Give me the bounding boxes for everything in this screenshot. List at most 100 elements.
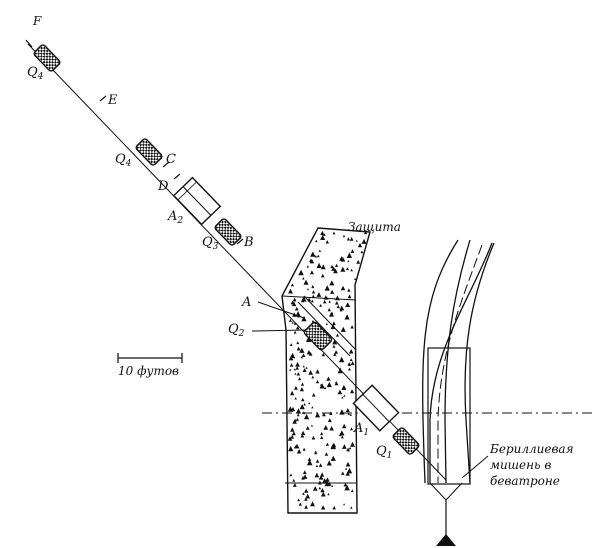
shield-stipple <box>341 385 346 390</box>
label-e: E <box>107 93 118 108</box>
shield-stipple <box>289 343 293 346</box>
shield-stipple <box>292 478 296 482</box>
shield-stipple <box>320 264 326 270</box>
shield-stipple <box>364 230 368 235</box>
shield-stipple <box>298 377 302 381</box>
shield-stipple <box>316 262 322 269</box>
shield-stipple <box>332 505 336 510</box>
shield-stipple <box>294 385 298 390</box>
shield-stipple <box>330 311 334 315</box>
shield-stipple <box>305 493 311 499</box>
shield-block <box>281 227 371 514</box>
shield-stipple <box>320 273 325 278</box>
shield-stipple <box>302 368 307 372</box>
shield-stipple <box>291 321 294 324</box>
shield-stipple <box>299 270 304 275</box>
label-q3: Q3 <box>202 235 219 252</box>
shield-stipple <box>320 435 324 439</box>
shield-stipple <box>339 305 345 311</box>
shield-stipple <box>337 368 343 374</box>
shield-stipple <box>311 284 315 289</box>
scale-bar <box>117 353 183 363</box>
shield-stipple <box>357 242 363 248</box>
shield-stipple <box>344 314 350 320</box>
shield-stipple <box>301 353 306 358</box>
shield-stipple <box>320 383 322 386</box>
shield-stipple <box>327 418 332 422</box>
shield-stipple <box>343 503 346 506</box>
shield-stipple <box>300 356 303 359</box>
shield-stipple <box>311 290 316 294</box>
shield-stipple <box>326 381 332 388</box>
shield-stipple <box>318 486 322 490</box>
shield-stipple <box>299 347 305 353</box>
shield-stipple <box>331 442 337 448</box>
shield-stipple <box>301 298 305 303</box>
shield-stipple <box>331 485 334 487</box>
shield-stipple <box>294 397 297 400</box>
shield-stipple <box>293 368 296 371</box>
shield-stipple <box>323 425 329 430</box>
bevatron-ring <box>422 239 495 484</box>
shield-stipple <box>340 256 346 262</box>
shield-stipple <box>297 498 300 502</box>
shield-stipple <box>342 444 347 449</box>
target-triangle-icon <box>436 534 456 546</box>
shield-stipple <box>320 505 326 510</box>
shield-stipple <box>343 482 348 487</box>
shield-stipple <box>323 233 326 236</box>
shield-stipple <box>289 368 292 371</box>
shield-stipple <box>318 463 323 467</box>
shield-stipple <box>334 350 338 354</box>
shield-stipple <box>361 238 367 244</box>
shield-stipple <box>311 253 315 256</box>
shield-stipple <box>315 239 318 243</box>
shield-stipple <box>337 389 343 395</box>
shield-stipple <box>317 480 322 485</box>
shield-stipple <box>341 396 344 399</box>
shield-stipple <box>344 484 350 491</box>
shield-stipple <box>314 472 320 478</box>
shield-stipple <box>308 402 311 405</box>
shield-stipple <box>350 427 353 431</box>
target-structure <box>427 347 471 546</box>
shield-stipple <box>320 487 325 493</box>
shield-stipple <box>315 369 320 374</box>
shield-stipple <box>342 423 347 429</box>
shield-stipple <box>306 350 312 355</box>
shield-stipple <box>289 363 294 367</box>
shield-stipple <box>332 339 338 345</box>
shield-stipple <box>348 367 351 371</box>
shield-stipple <box>307 457 312 461</box>
shield-stipple <box>299 404 305 410</box>
shield-stipple <box>302 470 307 475</box>
label-q2: Q2 <box>228 322 245 339</box>
shield-stipple <box>288 318 292 322</box>
shield-stipple <box>318 249 321 252</box>
shield-stipple <box>321 352 325 357</box>
shield-stipple <box>310 501 315 507</box>
shield-stipple <box>340 266 346 272</box>
shield-stipple <box>315 412 321 418</box>
shield-stipple <box>292 419 297 424</box>
shield-stipple <box>324 452 329 456</box>
shield-stipple <box>309 258 315 264</box>
shield-stipple <box>332 344 336 348</box>
shield-stipple <box>334 381 339 386</box>
shield-stipple <box>305 336 312 342</box>
shield-stipple <box>350 506 353 509</box>
shield-stipple <box>301 430 306 435</box>
shield-stipple <box>305 366 308 369</box>
shield-stipple <box>304 497 308 501</box>
quadrupole-q1 <box>392 427 420 455</box>
label-target-line1: Бериллиевая <box>489 442 574 456</box>
shield-stipple <box>302 365 305 368</box>
shield-stipple <box>348 446 352 450</box>
shield-stipple <box>302 492 305 495</box>
shield-stipple <box>321 478 328 484</box>
leader-q2 <box>251 329 307 332</box>
shield-stipple <box>314 255 318 258</box>
shield-stipple <box>326 376 331 381</box>
shield-stipple <box>333 268 338 274</box>
shield-stipple <box>328 300 331 303</box>
